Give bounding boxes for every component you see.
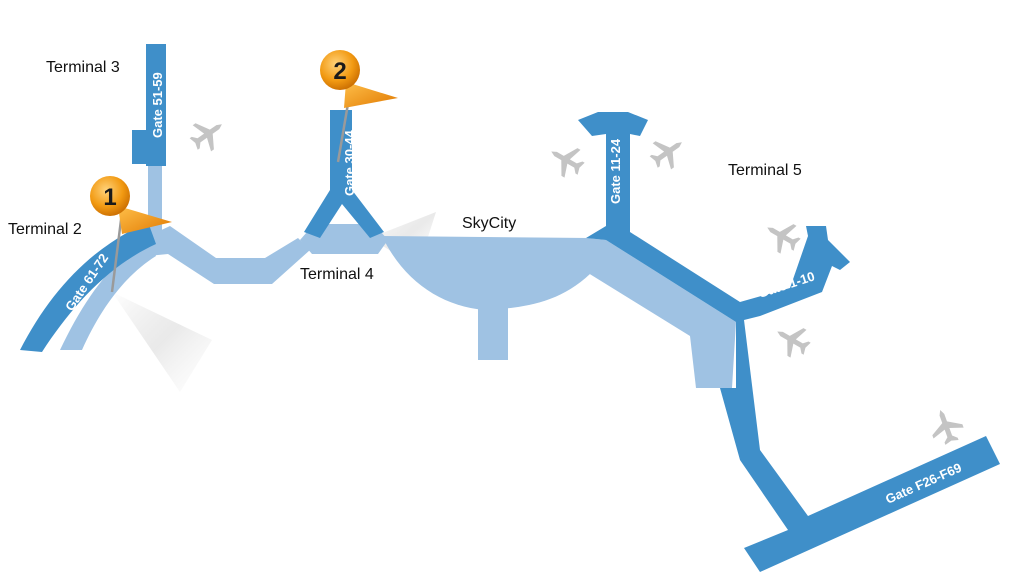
connector-walkways	[60, 166, 736, 388]
airplane-icon	[184, 111, 232, 158]
map-pin-flag-icon[interactable]: 1	[90, 176, 172, 293]
skycity-label: SkyCity	[462, 215, 516, 232]
airplane-icon	[759, 213, 806, 259]
gate-51-59-label: Gate 51-59	[150, 72, 165, 138]
east-concourse-connector	[580, 238, 736, 388]
pin-2-number: 2	[333, 58, 346, 85]
terminal-5-pier	[578, 112, 1000, 572]
terminal-3-label: Terminal 3	[46, 59, 120, 76]
terminal-4-label: Terminal 4	[300, 266, 374, 283]
pin-1-number: 1	[103, 184, 116, 211]
terminal-3-pier-head	[132, 130, 148, 164]
terminal-5-label: Terminal 5	[728, 162, 802, 179]
airplane-icon	[925, 404, 968, 448]
airplane-icon	[644, 129, 692, 176]
pin-1-shadow	[112, 292, 212, 392]
skycity-building	[382, 236, 590, 310]
gate-piers	[20, 44, 1000, 572]
t2-t4-connector	[140, 226, 310, 284]
pin-1-head	[90, 176, 130, 216]
pin-2-flag	[344, 82, 398, 108]
map-pin-flag-icon[interactable]: 2	[320, 50, 398, 163]
terminal-2-inner-walkway	[60, 238, 156, 350]
airplane-icon	[769, 317, 816, 363]
skycity-south-pier	[478, 296, 508, 360]
pin-1-needle	[110, 211, 124, 293]
pin-1-flag	[118, 206, 172, 234]
terminal-2-label: Terminal 2	[8, 221, 82, 238]
terminal-4-pier	[304, 110, 384, 238]
pin-2-head	[320, 50, 360, 90]
gate-30-44-label: Gate 30-44	[342, 129, 357, 196]
terminal-2-pier	[20, 222, 156, 352]
terminal-3-pier	[146, 44, 166, 166]
airplane-icon	[543, 137, 590, 183]
terminal-labels: Terminal 3 Terminal 2 Terminal 4 SkyCity…	[8, 59, 802, 283]
gate-11-24-label: Gate 11-24	[608, 138, 623, 204]
